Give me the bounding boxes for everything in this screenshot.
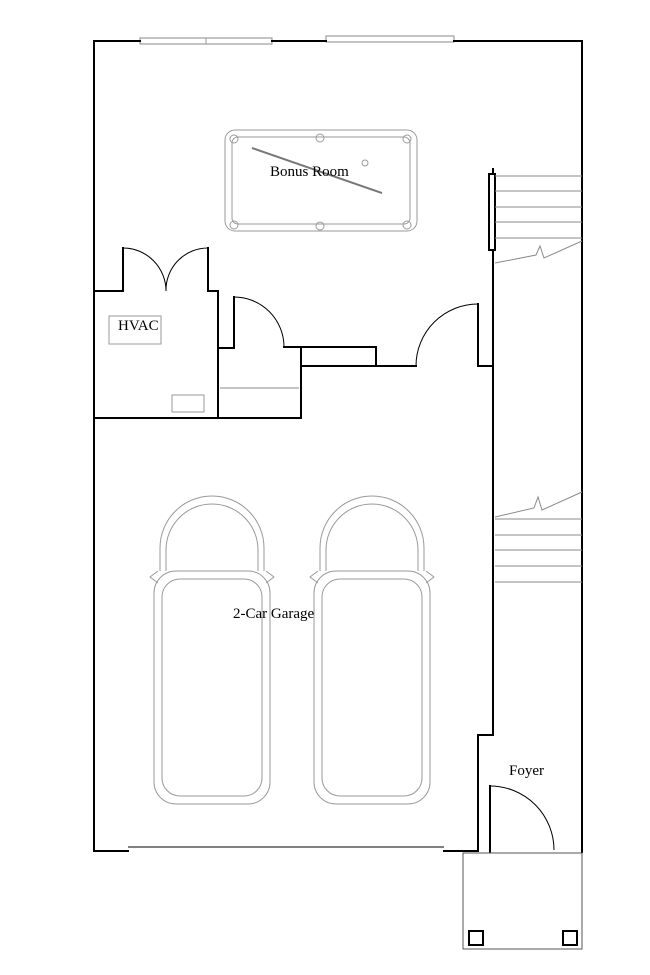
hvac-label: HVAC [118, 318, 159, 334]
bonus-room-label: Bonus Room [270, 164, 349, 180]
car-right [309, 495, 435, 805]
hvac-unit [108, 315, 162, 345]
hvac-double-door [122, 247, 209, 292]
car-left [149, 495, 275, 805]
front-porch [462, 852, 583, 950]
pool-table [224, 129, 418, 232]
exterior-walls [93, 40, 583, 853]
lower-stairs [494, 491, 583, 583]
foyer-door [489, 785, 555, 853]
foyer-label: Foyer [509, 763, 544, 779]
garage-label: 2-Car Garage [233, 606, 315, 622]
hvac-walls [93, 247, 219, 419]
upper-stairs [494, 175, 583, 264]
closet-walls [217, 296, 494, 419]
water-heater [171, 394, 205, 413]
stair-door [488, 173, 496, 251]
